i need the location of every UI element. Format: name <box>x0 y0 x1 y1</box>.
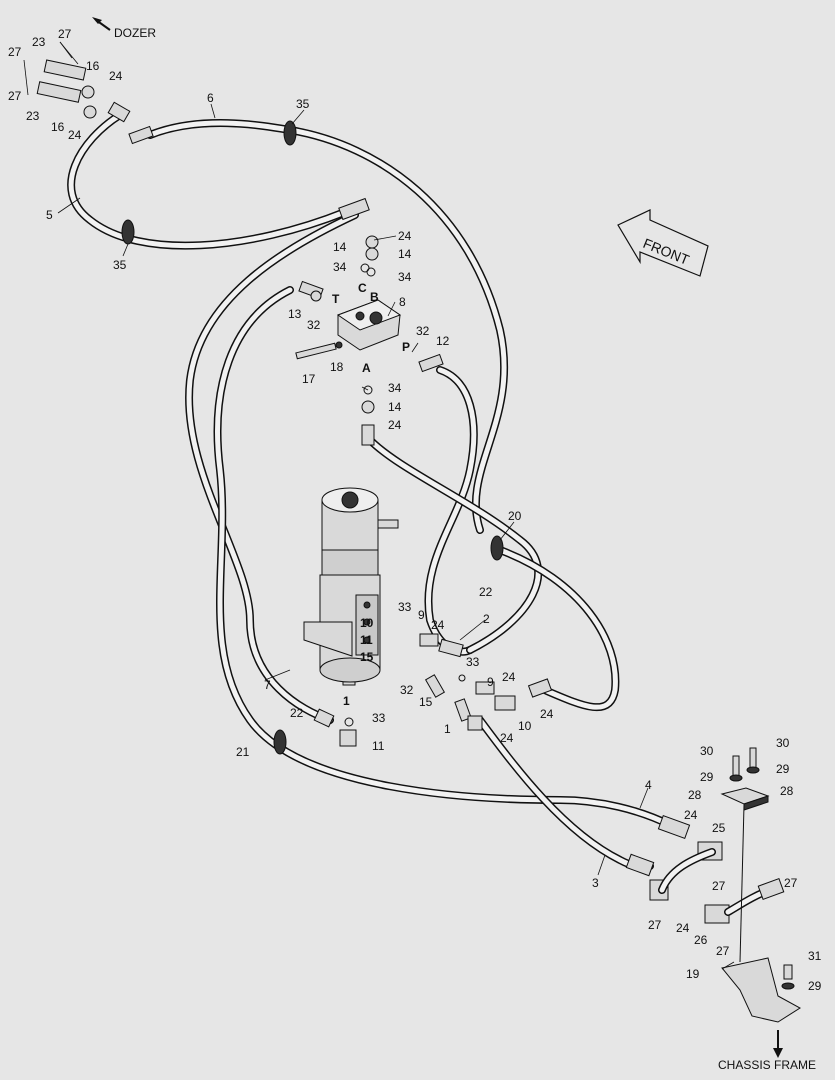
callout-label: 24 <box>109 69 123 83</box>
callout-label: 27 <box>712 879 726 893</box>
callout-label: 24 <box>398 229 412 243</box>
callout-label: 27 <box>58 27 72 41</box>
port-label: P <box>402 340 410 354</box>
callout-label: 32 <box>400 683 414 697</box>
leader-lines <box>23 41 735 970</box>
callout-label: 22 <box>479 585 493 599</box>
callout-label: 19 <box>686 967 700 981</box>
callout-label: 27 <box>8 89 22 103</box>
callout-label: 27 <box>8 45 22 59</box>
callout-label: 22 <box>290 706 304 720</box>
callout-label: 24 <box>540 707 554 721</box>
swivel-joint <box>303 487 399 683</box>
callout-label: 4 <box>645 778 652 792</box>
callout-label: 32 <box>307 318 321 332</box>
callout-label: 15 <box>360 650 374 664</box>
front-arrow-icon <box>617 209 709 277</box>
callout-label: 24 <box>68 128 82 142</box>
callout-label: 26 <box>694 933 708 947</box>
callout-label: 24 <box>502 670 516 684</box>
callout-label: 18 <box>330 360 344 374</box>
callout-label: 6 <box>207 91 214 105</box>
callout-label: 31 <box>808 949 822 963</box>
callout-label: 35 <box>113 258 127 272</box>
caption-chassis-frame: CHASSIS FRAME <box>718 1058 816 1072</box>
callout-label: 1 <box>444 722 451 736</box>
callout-label: 24 <box>676 921 690 935</box>
callout-label: 16 <box>51 120 65 134</box>
callout-label: 24 <box>500 731 514 745</box>
port-label: A <box>362 361 371 375</box>
hose-clamps <box>121 120 504 755</box>
callout-label: 24 <box>431 618 445 632</box>
callout-label: 17 <box>302 372 316 386</box>
callout-label: 33 <box>398 600 412 614</box>
callout-label: 9 <box>487 675 494 689</box>
port-label: C <box>358 281 367 295</box>
callout-label: 33 <box>466 655 480 669</box>
callout-label: 27 <box>784 876 798 890</box>
callout-label: 8 <box>399 295 406 309</box>
callout-label: 33 <box>372 711 386 725</box>
callout-label: 11 <box>360 633 373 647</box>
callout-labels: 27 23 27 16 24 23 16 24 27 6 35 5 35 24 … <box>8 27 822 993</box>
callout-label: 2 <box>483 612 490 626</box>
callout-label: 9 <box>418 608 425 622</box>
callout-label: 23 <box>32 35 46 49</box>
callout-label: 5 <box>46 208 53 222</box>
callout-label: 34 <box>333 260 347 274</box>
callout-label: 12 <box>436 334 450 348</box>
callout-label: 24 <box>684 808 698 822</box>
callout-label: 29 <box>808 979 822 993</box>
callout-label: 34 <box>398 270 412 284</box>
callout-label: 15 <box>419 695 433 709</box>
hoses <box>67 111 674 872</box>
callout-label: 25 <box>712 821 726 835</box>
callout-label: 20 <box>508 509 522 523</box>
callout-label: 23 <box>26 109 40 123</box>
port-label: T <box>332 292 340 306</box>
callout-label: 30 <box>776 736 790 750</box>
control-valve <box>295 299 402 360</box>
callout-label: 14 <box>388 400 402 414</box>
callout-label: 14 <box>333 240 347 254</box>
callout-label: 27 <box>716 944 730 958</box>
callout-label: 21 <box>236 745 250 759</box>
port-label: B <box>370 290 379 304</box>
callout-label: 3 <box>592 876 599 890</box>
callout-label: 28 <box>780 784 794 798</box>
callout-label: 32 <box>416 324 430 338</box>
callout-label: 1 <box>343 694 350 708</box>
callout-label: 28 <box>688 788 702 802</box>
callout-label: 11 <box>372 739 385 753</box>
callout-label: 13 <box>288 307 302 321</box>
port-letters: C B T P A <box>332 281 410 375</box>
direction-arrows <box>92 17 783 1058</box>
brackets <box>720 747 801 1023</box>
caption-dozer: DOZER <box>114 26 156 40</box>
callout-label: 34 <box>388 381 402 395</box>
callout-label: 24 <box>388 418 402 432</box>
callout-label: 27 <box>648 918 662 932</box>
callout-label: 7 <box>264 678 271 692</box>
callout-label: 29 <box>700 770 714 784</box>
callout-label: 30 <box>700 744 714 758</box>
callout-label: 10 <box>518 719 532 733</box>
callout-label: 14 <box>398 247 412 261</box>
callout-label: 16 <box>86 59 100 73</box>
callout-label: 10 <box>360 616 374 630</box>
chassis-arrow-icon <box>773 1048 783 1058</box>
callout-label: 35 <box>296 97 310 111</box>
callout-label: 29 <box>776 762 790 776</box>
